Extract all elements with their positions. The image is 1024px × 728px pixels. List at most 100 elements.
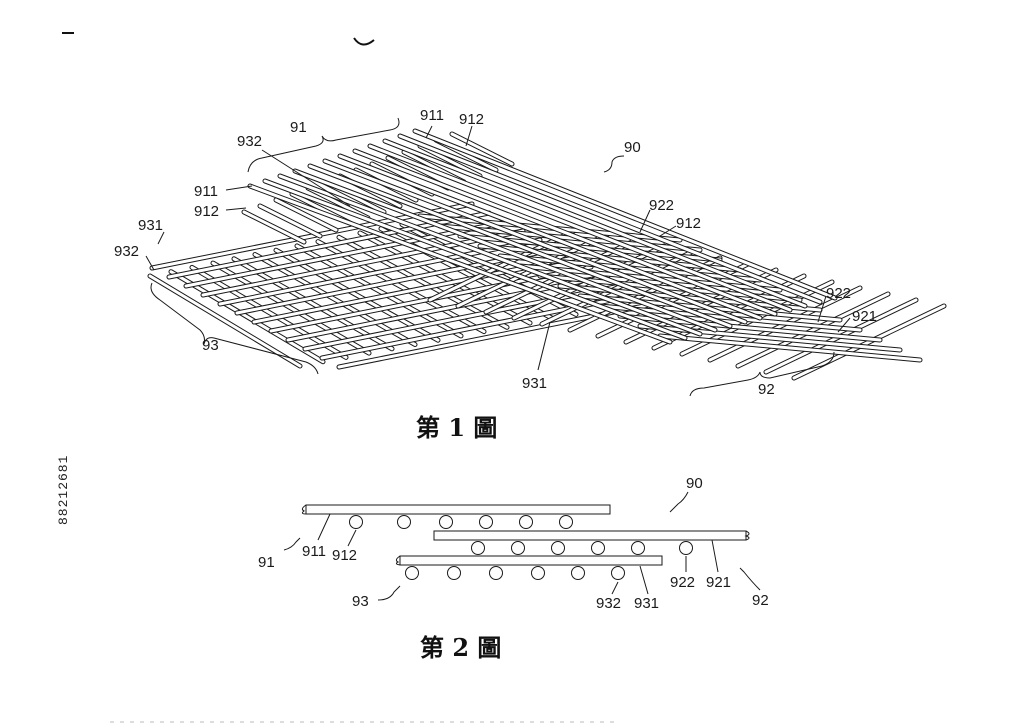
leader-91: [283, 537, 301, 551]
rod-932: [211, 261, 371, 355]
rod-911: [413, 129, 837, 300]
rod-911: [278, 174, 702, 336]
leader-93: [377, 585, 401, 601]
rod-912: [274, 198, 338, 232]
figure-2-caption: 第 2 圖: [420, 633, 501, 662]
rod-911: [308, 164, 732, 328]
rod-922-section: [591, 541, 605, 555]
label-92: 92: [758, 381, 775, 398]
leader-911: [317, 513, 331, 541]
label-932-left: 932: [114, 243, 139, 260]
rod-922-section: [631, 541, 645, 555]
label-931-left: 931: [138, 217, 163, 234]
rod-912-section: [397, 515, 411, 529]
leader-932-top: [261, 149, 351, 207]
rod-912: [418, 144, 482, 178]
leader-912-left: [225, 207, 247, 211]
rod-921: [658, 334, 922, 362]
label-911: 911: [302, 543, 326, 560]
label-931-bottom: 931: [522, 375, 547, 392]
rod-922-section: [511, 541, 525, 555]
rod-932-section: [447, 566, 461, 580]
figure-2-cross-rods: [349, 515, 693, 580]
rod-911-end: [301, 504, 307, 515]
label-912: 912: [332, 547, 357, 564]
label-90: 90: [624, 139, 641, 156]
label-911-left: 911: [194, 183, 218, 200]
label-921-right: 921: [852, 308, 877, 325]
rod-931: [320, 292, 644, 360]
figure-1-caption: 第 1 圖: [416, 413, 497, 442]
rod-911: [338, 154, 762, 320]
rod-912-section: [519, 515, 533, 529]
leader-912: [347, 529, 357, 547]
leader-922-right: [817, 295, 827, 323]
rod-912-section: [439, 515, 453, 529]
rod-912-section: [559, 515, 573, 529]
label-912-top: 912: [459, 111, 484, 128]
label-921: 921: [706, 574, 731, 591]
label-93: 93: [202, 337, 219, 354]
label-91: 91: [290, 119, 307, 136]
rod-911: [248, 184, 672, 344]
label-912-mid: 912: [676, 215, 701, 232]
leader-912-top: [465, 125, 473, 147]
side-reference-number: 88212681: [56, 455, 71, 525]
label-922: 922: [670, 574, 695, 591]
rod-911: [383, 139, 807, 308]
figure-2-labels: 90 91 911 912 922 921 92 93 932 931: [258, 475, 769, 612]
label-93: 93: [352, 593, 369, 610]
rod-922-section: [679, 541, 693, 555]
bracket-91: [247, 117, 400, 173]
rod-922: [736, 292, 890, 368]
leader-931: [639, 565, 649, 595]
leader-931-left: [157, 231, 165, 245]
leader-912-mid: [659, 225, 677, 237]
rod-912: [242, 210, 306, 244]
label-932-top: 932: [237, 133, 262, 150]
leader-932: [611, 581, 619, 595]
figure-1-labels: 90 91 911 912 932 911 912 931 932 922 91…: [114, 107, 877, 398]
leader-921-right: [837, 317, 851, 333]
rod-912: [450, 132, 514, 166]
leader-911-top: [425, 125, 433, 139]
label-912-left: 912: [194, 203, 219, 220]
rod-922-section: [471, 541, 485, 555]
figure-1-leader-lines: [145, 125, 851, 371]
figure-2-section-view: 90 91 911 912 922 921 92 93 932 931 第 2 …: [258, 475, 769, 662]
leader-921: [711, 539, 719, 573]
figure-2-leader-lines: [283, 491, 761, 601]
rod-932-section: [611, 566, 625, 580]
leader-932-left: [145, 255, 155, 271]
rod-932-section: [405, 566, 419, 580]
bracket-92: [689, 351, 835, 397]
rod-912-section: [479, 515, 493, 529]
rod-921-section: [433, 530, 747, 541]
rod-932: [253, 253, 417, 346]
rod-911-section: [305, 504, 611, 515]
leader-90: [603, 155, 625, 173]
bracket-93: [150, 282, 319, 375]
rod-922: [792, 304, 946, 380]
label-90: 90: [686, 475, 703, 492]
label-931: 931: [634, 595, 659, 612]
rod-931-section: [399, 555, 663, 566]
rod-932-section: [571, 566, 585, 580]
leader-931-bottom: [537, 321, 551, 371]
rod-932-section: [489, 566, 503, 580]
figure-1-isometric-view: 90 91 911 912 932 911 912 931 932 922 91…: [114, 107, 947, 442]
rod-911: [323, 159, 747, 324]
rod-911: [353, 149, 777, 316]
label-92: 92: [752, 592, 769, 609]
rod-911: [368, 144, 792, 312]
rod-911: [398, 134, 822, 304]
figure-1-brackets: [150, 117, 835, 397]
rod-932: [232, 257, 394, 351]
rod-932: [148, 274, 302, 368]
rod-912-section: [349, 515, 363, 529]
rod-921-end: [744, 530, 750, 541]
figure-1-rod-layers: [147, 128, 947, 381]
rod-911: [263, 179, 687, 340]
rod-932: [274, 248, 440, 342]
